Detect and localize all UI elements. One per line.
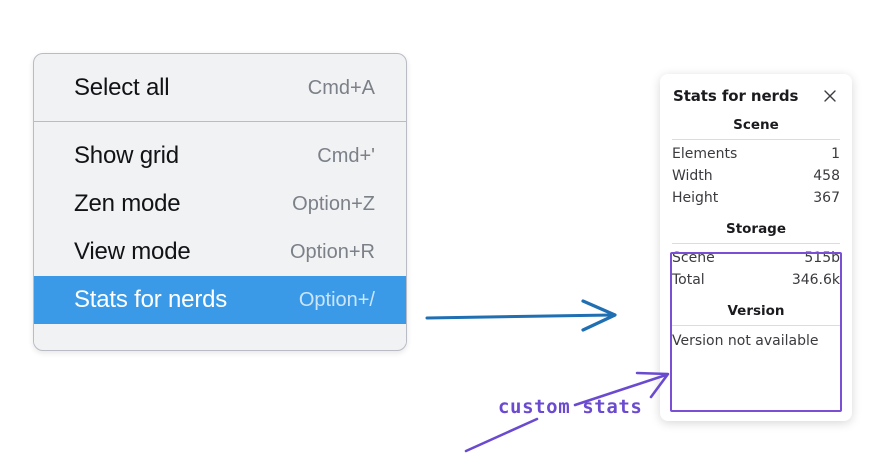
- stat-key: Height: [672, 190, 719, 206]
- stat-value: 515b: [804, 250, 840, 266]
- menu-item-shortcut: Option+Z: [292, 192, 375, 215]
- section-rule: [672, 139, 840, 140]
- menu-item-label: View mode: [74, 238, 191, 265]
- menu-item-label: Show grid: [74, 142, 179, 169]
- close-icon[interactable]: [821, 87, 839, 105]
- canvas-context-menu: Select all Cmd+A Show grid Cmd+' Zen mod…: [33, 53, 407, 351]
- stat-key: Elements: [672, 146, 738, 162]
- handwritten-annotation-label: custom stats: [498, 396, 643, 418]
- stat-key: Scene: [672, 250, 715, 266]
- stats-panel-header: Stats for nerds: [660, 74, 852, 105]
- stat-row: Elements 1: [672, 143, 840, 165]
- menu-footer-spacer: [34, 324, 406, 344]
- stat-key: Total: [672, 272, 705, 288]
- stat-value: 458: [813, 168, 840, 184]
- menu-group-view: Show grid Cmd+' Zen mode Option+Z View m…: [34, 122, 406, 324]
- menu-item-shortcut: Cmd+': [317, 144, 375, 167]
- section-heading-storage: Storage: [725, 221, 787, 237]
- menu-item-shortcut: Option+R: [289, 240, 375, 263]
- stat-key: Width: [672, 168, 713, 184]
- section-heading-version: Version: [727, 303, 785, 319]
- underline-stroke-icon: [464, 417, 539, 453]
- stats-panel-title: Stats for nerds: [673, 87, 799, 105]
- version-text: Version not available: [672, 333, 819, 349]
- stat-value: 346.6k: [791, 272, 840, 288]
- section-rule: [672, 325, 840, 326]
- menu-item-shortcut: Cmd+A: [307, 76, 375, 99]
- stats-panel-body: Scene Elements 1 Width 458 Height 367 St…: [660, 105, 852, 349]
- stat-value: 367: [813, 190, 840, 206]
- menu-item-label: Select all: [74, 74, 170, 101]
- menu-item-label: Zen mode: [74, 190, 181, 217]
- stat-row: Width 458: [672, 165, 840, 187]
- section-rule: [672, 243, 840, 244]
- section-heading-scene: Scene: [733, 117, 779, 133]
- menu-separator: [34, 121, 406, 122]
- menu-item-show-grid[interactable]: Show grid Cmd+': [34, 132, 406, 180]
- stat-value: 1: [831, 146, 840, 162]
- menu-group-selection: Select all Cmd+A: [34, 54, 406, 121]
- menu-item-view-mode[interactable]: View mode Option+R: [34, 228, 406, 276]
- menu-item-shortcut: Option+/: [298, 288, 375, 311]
- menu-item-stats-for-nerds[interactable]: Stats for nerds Option+/: [34, 276, 406, 324]
- stat-row: Scene 515b: [672, 247, 840, 269]
- arrow-right-icon: [425, 299, 617, 332]
- menu-item-label: Stats for nerds: [74, 286, 228, 313]
- stats-for-nerds-panel: Stats for nerds Scene Elements 1 Width 4…: [660, 74, 852, 421]
- menu-item-zen-mode[interactable]: Zen mode Option+Z: [34, 180, 406, 228]
- stat-row: Total 346.6k: [672, 269, 840, 291]
- menu-item-select-all[interactable]: Select all Cmd+A: [34, 64, 406, 112]
- stat-row: Height 367: [672, 187, 840, 209]
